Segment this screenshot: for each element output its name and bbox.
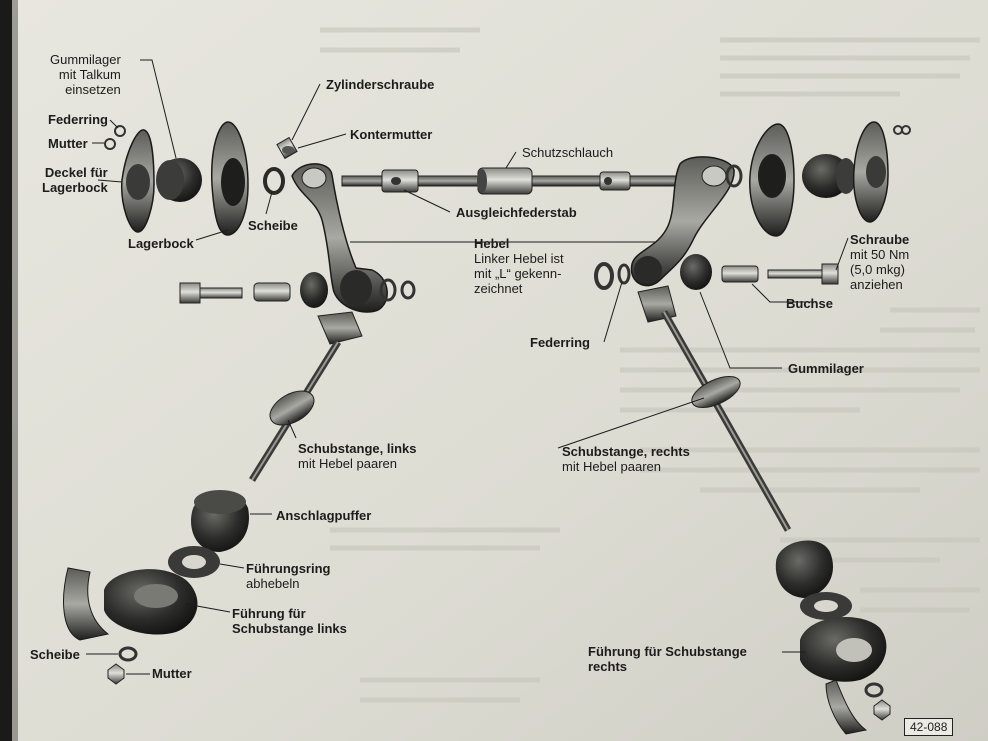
right-bolt-row [680,254,839,290]
label-anschlagpuffer: Anschlagpuffer [276,508,372,523]
figure-number: 42-088 [904,718,954,736]
label-scheibe-bottom: Scheibe [30,647,80,662]
zylinderschraube-part [276,136,298,160]
fuehrungsring-part [168,546,220,578]
label-schraube: Schraube mit 50 Nm (5,0 mkg) anziehen [850,232,910,292]
label-federring-right: Federring [530,335,590,350]
label-schutzschlauch: Schutzschlauch [522,145,614,160]
bottom-washer-nut [107,646,138,685]
right-gummilager-top [802,154,856,198]
bleed-through-text [320,27,980,703]
label-scheibe-top: Scheibe [248,218,298,233]
label-mutter-left: Mutter [48,136,88,151]
label-kontermutter: Kontermutter [350,127,433,142]
label-buchse: Buchse [786,296,833,311]
label-gummilager-right: Gummilager [788,361,864,376]
label-zylinderschraube: Zylinderschraube [326,77,435,92]
label-deckel: Deckel für Lagerbock [42,165,108,195]
label-ausgleichfederstab: Ausgleichfederstab [456,205,577,220]
right-top-washers [594,164,743,290]
label-gummilager-talkum: Gummilager mit Talkum einsetzen [50,52,121,97]
label-schubstange-links: Schubstange, links mit Hebel paaren [298,441,417,471]
binding-shadow [0,0,12,741]
left-scheibe-washer [263,167,285,195]
left-bolt-row [179,272,416,308]
left-gummilager [156,158,202,202]
label-fuehrung-links: Führung für Schubstange links [232,606,347,636]
label-federring-left: Federring [48,112,108,127]
label-hebel: Hebel Linker Hebel ist mit „L“ gekenn- z… [474,236,564,296]
right-hebel [630,156,735,287]
label-fuehrung-rechts: Führung für Schubstange rechts [588,644,747,674]
label-schubstange-rechts: Schubstange, rechts mit Hebel paaren [562,444,690,474]
left-deckel-plate [121,129,155,233]
leader-lines [86,59,849,675]
left-hebel [291,163,388,313]
label-fuehrungsring: Führungsring abhebeln [246,561,331,591]
label-lagerbock: Lagerbock [128,236,194,251]
anschlagpuffer-part [191,490,249,552]
left-schubstange [249,311,363,482]
right-lagerbock [749,123,795,237]
left-small-washer [104,125,126,150]
label-mutter-bottom: Mutter [152,666,192,681]
right-deckel-plate [852,121,911,223]
right-schubstange [637,285,792,532]
left-lagerbock [211,121,249,236]
right-puffer-fuehrung [775,540,891,735]
fuehrung-links-part [63,567,198,641]
